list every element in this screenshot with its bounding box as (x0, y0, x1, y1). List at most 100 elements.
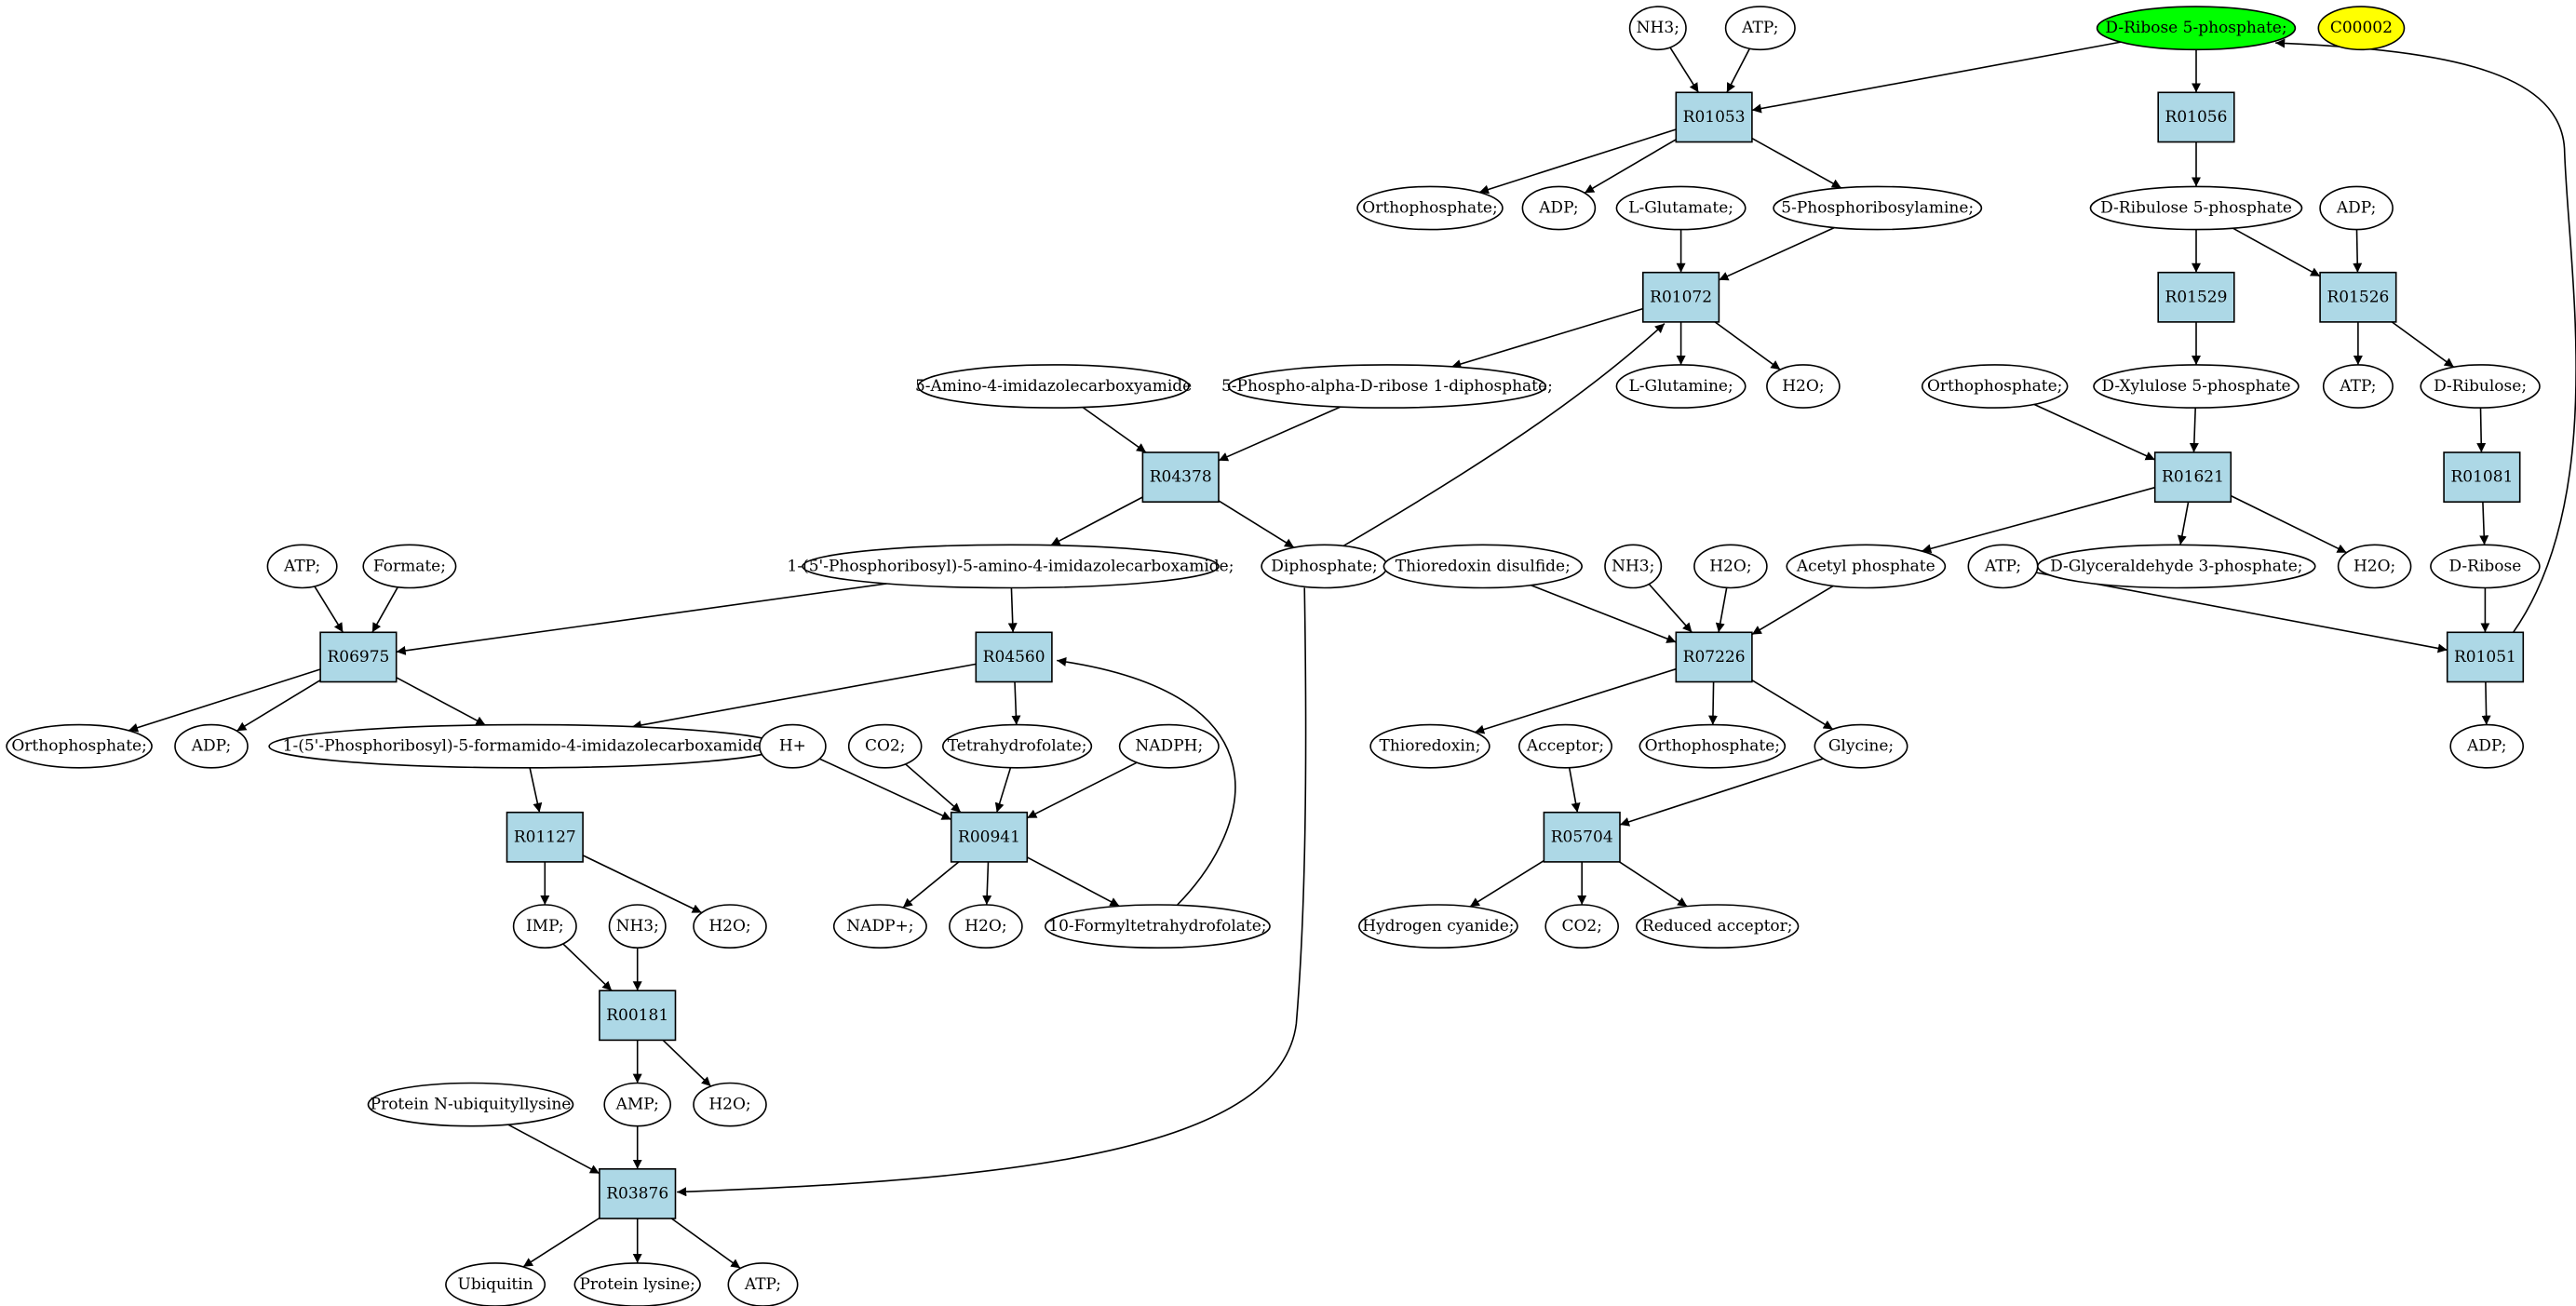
edge-glycine-to-R05704 (1619, 758, 1824, 827)
compound-node-ubiquitin[interactable]: Ubiquitin (445, 1262, 546, 1306)
edge-d-ribulose-5p-to-R01526 (2232, 227, 2321, 277)
reaction-node-r04560[interactable]: R04560 (975, 631, 1053, 683)
compound-node-atp-3[interactable]: ATP; (266, 544, 338, 589)
compound-node-adp-2[interactable]: ADP; (2319, 185, 2394, 231)
compound-node-nh3-3[interactable]: NH3; (608, 904, 667, 949)
compound-node-reduced-acceptor[interactable]: Reduced acceptor; (1635, 904, 1800, 949)
reaction-node-r05704[interactable]: R05704 (1543, 811, 1621, 863)
compound-node-atp-4[interactable]: ATP; (1967, 544, 2039, 589)
reaction-label-r04378: R04378 (1150, 468, 1212, 487)
compound-node-orthophosphate-4[interactable]: Orthophosphate; (1639, 723, 1787, 769)
compound-node-protein-n-ubiquityllysine[interactable]: Protein N-ubiquityllysine (367, 1082, 574, 1127)
compound-label-hcn: Hydrogen cyanide; (1362, 917, 1514, 936)
edge-h-plus-to-R00941 (818, 758, 952, 821)
compound-node-adp-4[interactable]: ADP; (2449, 723, 2524, 769)
compound-node-thf[interactable]: Tetrahydrofolate; (941, 723, 1093, 769)
compound-node-d-ribose[interactable]: D-Ribose (2430, 544, 2541, 589)
compound-node-aica[interactable]: 5-Amino-4-imidazolecarboxyamide (915, 364, 1192, 409)
compound-node-phosphoribosylamine[interactable]: 5-Phosphoribosylamine; (1773, 185, 1983, 231)
compound-node-d-ribulose-5p[interactable]: D-Ribulose 5-phosphate (2089, 185, 2303, 231)
edge-protein-n-ubiquityllysine-to-R03876 (507, 1124, 600, 1175)
reaction-node-r01051[interactable]: R01051 (2446, 631, 2525, 683)
reaction-node-r01072[interactable]: R01072 (1642, 271, 1720, 323)
edge-imp-to-R00181 (562, 943, 613, 991)
compound-node-aicar[interactable]: 1-(5'-Phosphoribosyl)-5-amino-4-imidazol… (788, 544, 1234, 589)
compound-ellipse-imp (512, 904, 577, 949)
compound-node-nadph[interactable]: NADPH; (1118, 723, 1220, 769)
compound-node-g3p[interactable]: D-Glyceraldehyde 3-phosphate; (2037, 544, 2316, 589)
compound-node-l-glutamine[interactable]: L-Glutamine; (1615, 364, 1747, 409)
compound-node-atp-2[interactable]: ATP; (2322, 364, 2394, 409)
reaction-box-r01526 (2319, 271, 2397, 323)
reaction-node-r00941[interactable]: R00941 (950, 811, 1029, 863)
compound-node-d-xylulose-5p[interactable]: D-Xylulose 5-phosphate (2093, 364, 2300, 409)
reaction-node-r01529[interactable]: R01529 (2157, 271, 2235, 323)
reaction-label-r01526: R01526 (2326, 288, 2389, 306)
reaction-node-r01127[interactable]: R01127 (506, 811, 584, 863)
edge-R01051-to-d-ribose-5p (2275, 38, 2576, 633)
edge-aicar-to-R04560 (1007, 587, 1018, 633)
reaction-node-r01526[interactable]: R01526 (2319, 271, 2397, 323)
reaction-node-r07226[interactable]: R07226 (1675, 631, 1753, 683)
reaction-node-r00181[interactable]: R00181 (599, 990, 677, 1042)
compound-node-adp-3[interactable]: ADP; (174, 723, 249, 769)
compound-label-acetyl-phosphate: Acetyl phosphate (1796, 557, 1935, 575)
compound-node-amp[interactable]: AMP; (603, 1082, 672, 1127)
compound-node-d-ribose-5p[interactable]: D-Ribose 5-phosphate; (2096, 6, 2297, 51)
reaction-node-r01621[interactable]: R01621 (2153, 451, 2232, 504)
compound-node-glycine[interactable]: Glycine; (1814, 723, 1908, 769)
compound-node-adp-1[interactable]: ADP; (1521, 185, 1597, 231)
compound-ellipse-h2o-6 (693, 1082, 767, 1127)
compound-node-orthophosphate-1[interactable]: Orthophosphate; (1356, 185, 1504, 231)
compound-node-l-glutamate[interactable]: L-Glutamate; (1615, 185, 1747, 231)
compound-node-formyl-thf[interactable]: 10-Formyltetrahydrofolate; (1045, 904, 1271, 949)
compound-node-atp-top[interactable]: ATP; (1724, 6, 1796, 51)
compound-label-h2o-1: H2O; (1782, 377, 1824, 396)
compound-node-h2o-3[interactable]: H2O; (2337, 544, 2412, 589)
compound-node-h2o-5[interactable]: H2O; (949, 904, 1023, 949)
compound-node-h2o-2[interactable]: H2O; (1693, 544, 1768, 589)
reaction-node-r06975[interactable]: R06975 (319, 631, 398, 683)
reaction-node-r03876[interactable]: R03876 (599, 1168, 677, 1219)
compound-node-thioredoxin-disulfide[interactable]: Thioredoxin disulfide; (1382, 544, 1584, 589)
edge-R07226-to-thioredoxin (1474, 667, 1677, 734)
compound-label-thioredoxin-disulfide: Thioredoxin disulfide; (1396, 557, 1571, 575)
compound-node-acceptor[interactable]: Acceptor; (1518, 723, 1613, 769)
compound-label-atp-5: ATP; (744, 1275, 781, 1294)
reaction-node-r01053[interactable]: R01053 (1675, 91, 1753, 143)
compound-node-nadp[interactable]: NADP+; (832, 904, 927, 949)
compound-ellipse-h-plus (759, 723, 827, 769)
compound-node-nh3-top[interactable]: NH3; (1628, 6, 1687, 51)
reaction-node-r01081[interactable]: R01081 (2443, 451, 2521, 504)
compound-node-h2o-4[interactable]: H2O; (693, 904, 767, 949)
compound-node-co2-2[interactable]: CO2; (1544, 904, 1619, 949)
edge-co2-1-to-R00941 (905, 763, 962, 814)
compound-node-hcn[interactable]: Hydrogen cyanide; (1358, 904, 1518, 949)
compound-node-protein-lysine[interactable]: Protein lysine; (573, 1262, 701, 1306)
compound-node-orthophosphate-2[interactable]: Orthophosphate; (1921, 364, 2069, 409)
compound-label-h-plus: H+ (779, 737, 806, 756)
compound-node-thioredoxin[interactable]: Thioredoxin; (1369, 723, 1490, 769)
compound-node-h2o-1[interactable]: H2O; (1766, 364, 1841, 409)
compound-node-prpp[interactable]: 5-Phospho-alpha-D-ribose 1-diphosphate; (1221, 364, 1553, 409)
edge-R00941-to-h2o-5 (982, 861, 992, 906)
compound-node-diphosphate[interactable]: Diphosphate; (1261, 544, 1388, 589)
compound-node-d-ribulose[interactable]: D-Ribulose; (2420, 364, 2541, 409)
compound-node-imp[interactable]: IMP; (512, 904, 577, 949)
compound-node-c00002[interactable]: C00002 (2317, 6, 2406, 51)
compound-node-co2-1[interactable]: CO2; (847, 723, 923, 769)
reaction-node-r01056[interactable]: R01056 (2157, 91, 2235, 143)
compound-node-atp-5[interactable]: ATP; (727, 1262, 799, 1306)
compound-node-h-plus[interactable]: H+ (759, 723, 827, 769)
reaction-node-r04378[interactable]: R04378 (1141, 451, 1220, 504)
reaction-box-r01621 (2153, 451, 2232, 504)
compound-node-orthophosphate-3[interactable]: Orthophosphate; (6, 723, 153, 769)
compound-node-acetyl-phosphate[interactable]: Acetyl phosphate (1786, 544, 1947, 589)
compound-label-adp-1: ADP; (1538, 199, 1578, 218)
nodes-layer: NH3; ATP; D-Ribose 5-phosphate; C00002Ortho… (6, 6, 2541, 1306)
compound-ellipse-nh3-2 (1604, 544, 1663, 589)
compound-node-h2o-6[interactable]: H2O; (693, 1082, 767, 1127)
compound-node-nh3-2[interactable]: NH3; (1604, 544, 1663, 589)
compound-node-faicar[interactable]: 1-(5'-Phosphoribosyl)-5-formamido-4-imid… (268, 723, 782, 769)
compound-node-formate[interactable]: Formate; (362, 544, 457, 589)
